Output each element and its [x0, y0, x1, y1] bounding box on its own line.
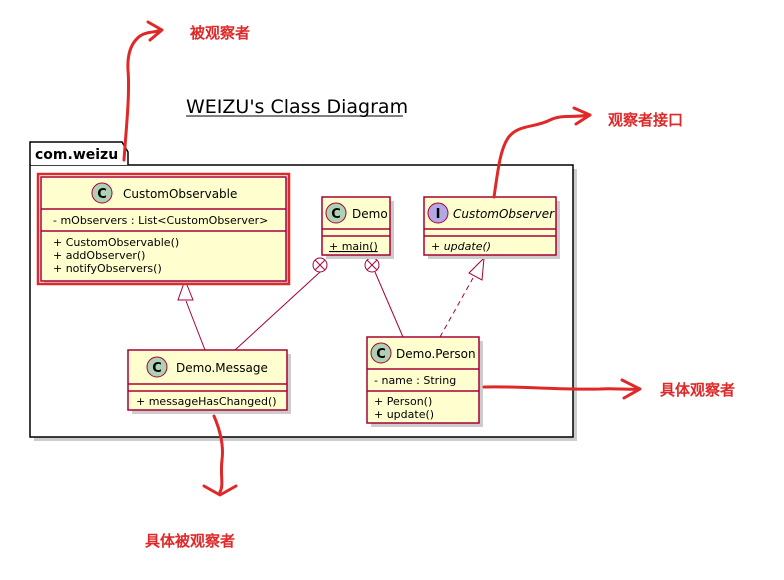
class-stereotype-circle	[325, 202, 347, 224]
annotation-observable: 被观察者	[190, 24, 250, 42]
class-stereotype-letter: C	[331, 207, 341, 222]
realization-edge-person	[439, 277, 474, 338]
class-name: CustomObservable	[123, 187, 237, 201]
class-field: - mObservers : List<CustomObserver>	[53, 214, 268, 227]
annotation-arrow-observable	[122, 20, 164, 162]
class-method: + Person()	[374, 395, 432, 408]
class-name: Demo.Message	[176, 361, 268, 375]
annotation-concrete-observer: 具体观察者	[660, 381, 735, 399]
class-stereotype-circle	[91, 182, 113, 204]
nested-edge-message	[234, 271, 321, 351]
inheritance-arrowhead-message	[177, 278, 194, 301]
class-method: + CustomObservable()	[53, 236, 179, 249]
annotation-arrow-observer-interface	[492, 106, 592, 199]
class-method: + main()	[329, 240, 378, 253]
class-method: + messageHasChanged()	[136, 395, 277, 408]
interface-custom-observer[interactable]: I CustomObserver + update()	[423, 196, 560, 259]
class-stereotype-letter: C	[376, 347, 386, 362]
class-method: + notifyObservers()	[53, 262, 162, 275]
class-method: + update()	[374, 408, 434, 421]
class-demo[interactable]: C Demo + main()	[321, 196, 394, 259]
class-demo-person[interactable]: C Demo.Person - name : String + Person()…	[366, 336, 483, 427]
class-name: Demo.Person	[396, 347, 476, 361]
annotation-observer-interface: 观察者接口	[608, 111, 683, 129]
nested-edge-person	[374, 271, 404, 338]
class-field: - name : String	[374, 374, 456, 387]
annotation-arrow-concrete-observable	[202, 414, 238, 497]
realization-arrowhead-person	[468, 256, 485, 281]
diagram-title: WEIZU's Class Diagram	[186, 96, 408, 118]
class-method: + addObserver()	[53, 249, 145, 262]
annotation-concrete-observable: 具体被观察者	[145, 532, 235, 550]
class-stereotype-circle	[370, 342, 392, 364]
highlight-frame	[36, 172, 291, 286]
inheritance-edge-message	[185, 300, 206, 351]
interface-stereotype-circle	[427, 202, 449, 224]
class-stereotype-letter: C	[97, 187, 107, 202]
annotations: 被观察者 观察者接口 具体观察者 具体被观察者	[122, 20, 735, 550]
class-custom-observable[interactable]: C CustomObservable - mObservers : List<C…	[36, 172, 291, 286]
interface-stereotype-letter: I	[436, 207, 441, 222]
class-stereotype-circle	[146, 356, 168, 378]
class-demo-message[interactable]: C Demo.Message + messageHasChanged()	[127, 349, 291, 414]
package-label: com.weizu	[35, 147, 118, 163]
relationships	[177, 256, 485, 351]
interface-method: + update()	[431, 240, 491, 253]
class-name: Demo	[352, 207, 388, 221]
annotation-arrow-concrete-observer	[482, 378, 642, 400]
class-stereotype-letter: C	[152, 361, 162, 376]
interface-name: CustomObserver	[453, 207, 555, 221]
